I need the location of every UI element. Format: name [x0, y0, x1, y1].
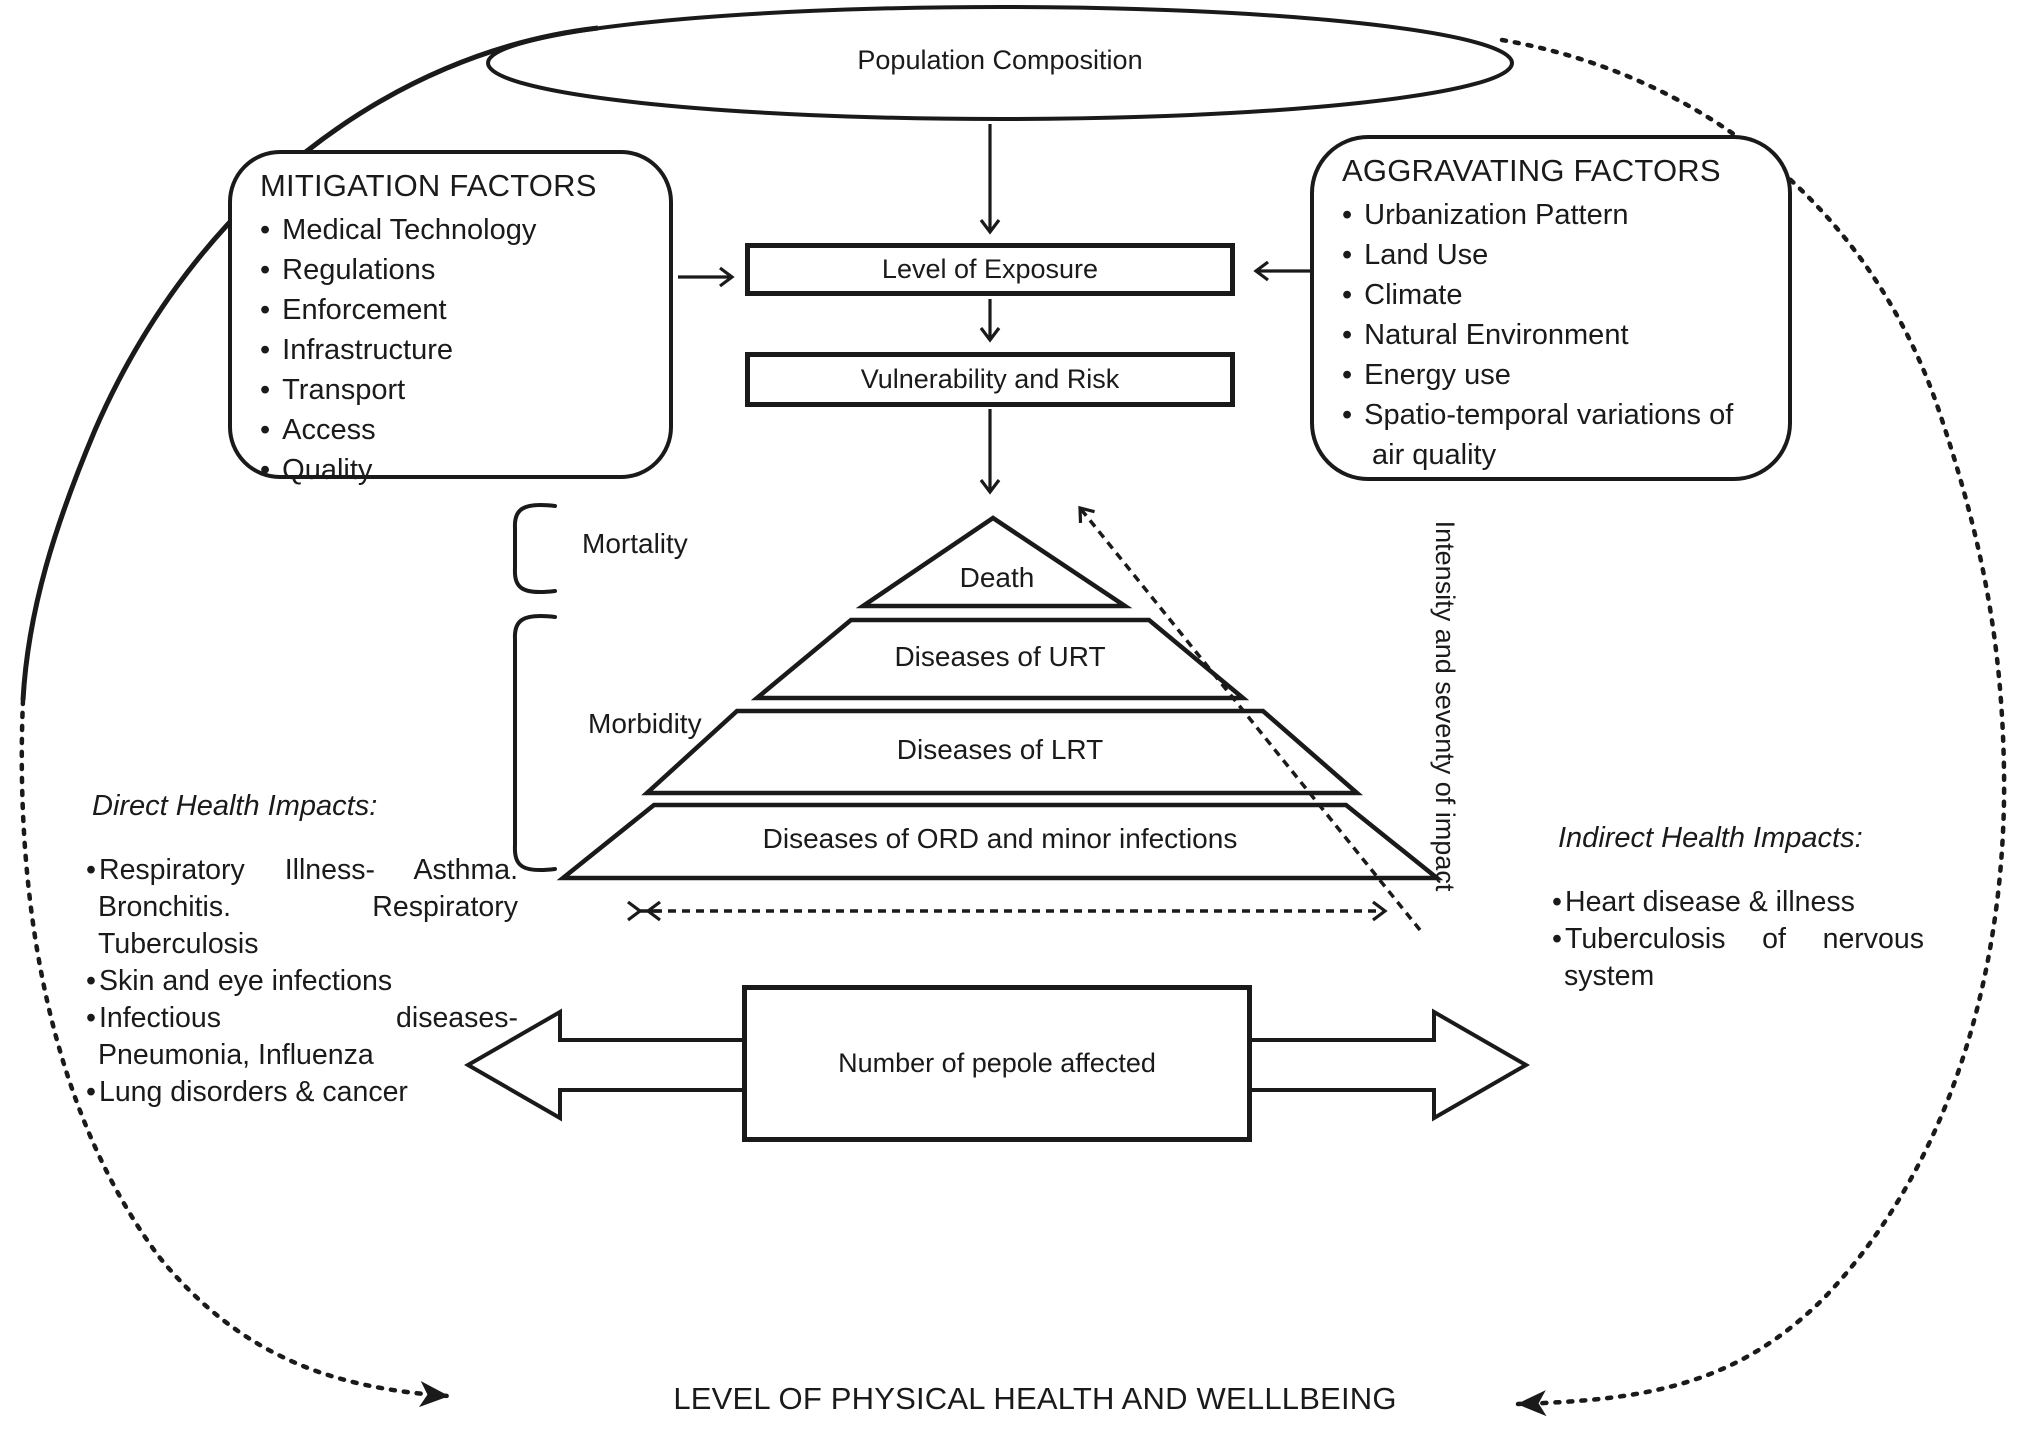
list-item: •Skin and eye infections	[86, 965, 393, 997]
pyramid-level-urt	[750, 617, 1250, 701]
bullet-icon: •	[1342, 279, 1353, 311]
bullet-icon: •	[260, 254, 271, 286]
people-arrow-right	[1248, 1008, 1531, 1122]
aggravating-list: •Urbanization Pattern •Land Use •Climate •N…	[1342, 195, 1768, 475]
bullet-icon: •	[260, 334, 271, 366]
left-feedback-arc-solid	[20, 25, 599, 701]
vulnerability-risk-label: Vulnerability and Risk	[860, 364, 1120, 394]
list-item: •Spatio-temporal variations of air quali…	[1342, 399, 1734, 471]
bullet-icon: •	[86, 1002, 96, 1034]
list-item: •Medical Technology	[260, 214, 537, 246]
population-composition-label: Population Composition	[857, 45, 1143, 75]
morbidity-bracket	[512, 614, 557, 873]
right-feedback-arc-dotted	[1499, 37, 2007, 1417]
direct-impacts-list: •Respiratory Illness- Asthma.Bronchitis.…	[86, 852, 518, 1111]
bullet-icon: •	[86, 1076, 96, 1108]
pyramid-label-urt: Diseases of URT	[894, 641, 1106, 672]
mortality-bracket	[512, 503, 557, 594]
mitigation-title: MITIGATION FACTORS	[260, 168, 597, 203]
bullet-icon: •	[260, 294, 271, 326]
list-item: •Infrastructure	[260, 334, 453, 366]
severity-diagonal-arrow	[1078, 505, 1422, 932]
aggravating-factors-box: AGGRAVATING FACTORS •Urbanization Patter…	[1310, 135, 1792, 481]
population-ellipse	[486, 5, 1514, 121]
bullet-icon: •	[1342, 199, 1353, 231]
bullet-icon: •	[1342, 359, 1353, 391]
level-of-exposure-label: Level of Exposure	[881, 254, 1099, 284]
mitigation-factors-box: MITIGATION FACTORS •Medical Technology •R…	[228, 150, 673, 486]
list-item: •Transport	[260, 374, 406, 406]
mitigation-list: •Medical Technology •Regulations •Enforcem…	[260, 210, 649, 490]
aggravating-title: AGGRAVATING FACTORS	[1342, 153, 1721, 188]
list-item: •Enforcement	[260, 294, 447, 326]
list-item: •Natural Environment	[1342, 319, 1629, 351]
bullet-icon: •	[86, 965, 96, 997]
indirect-impacts-title: Indirect Health Impacts:	[1558, 822, 1863, 854]
list-item: •Climate	[1342, 279, 1463, 311]
pyramid-level-lrt	[641, 708, 1364, 796]
bullet-icon: •	[260, 414, 271, 446]
intensity-severity-label: Intensity and seventy of impact	[1430, 520, 1460, 892]
people-arrow-left	[463, 1008, 746, 1122]
bullet-icon: •	[1342, 239, 1353, 271]
pyramid-label-ord: Diseases of ORD and minor infections	[762, 823, 1238, 854]
list-item: •Quality	[260, 454, 373, 486]
indirect-impacts-list: •Heart disease & illness •Tuberculosis of…	[1552, 884, 1924, 995]
morbidity-label: Morbidity	[588, 708, 702, 739]
bullet-icon: •	[260, 214, 271, 246]
list-item: •Lung disorders & cancer	[86, 1076, 408, 1108]
list-item: •Infectious diseases-Pneumonia, Influenz…	[86, 1002, 518, 1071]
list-item: •Access	[260, 414, 376, 446]
list-item: •Respiratory Illness- Asthma.Bronchitis.…	[86, 854, 518, 960]
bullet-icon: •	[1342, 399, 1353, 431]
number-of-people-label: Number of pepole affected	[838, 1048, 1156, 1078]
number-of-people-box: Number of pepole affected	[742, 985, 1252, 1142]
list-item: •Energy use	[1342, 359, 1511, 391]
bullet-icon: •	[86, 854, 96, 886]
list-item: •Urbanization Pattern	[1342, 199, 1629, 231]
level-of-exposure-box: Level of Exposure	[745, 243, 1235, 296]
left-feedback-arc-dashed	[19, 697, 451, 1408]
pyramid-level-ord	[556, 802, 1444, 881]
pyramid-label-death: Death	[959, 562, 1035, 593]
mortality-label: Mortality	[582, 528, 688, 559]
list-item: •Regulations	[260, 254, 436, 286]
footer-label: LEVEL OF PHYSICAL HEALTH AND WELLLBEING	[673, 1381, 1397, 1416]
bullet-icon: •	[260, 374, 271, 406]
bullet-icon: •	[260, 454, 271, 486]
vulnerability-risk-box: Vulnerability and Risk	[745, 352, 1235, 407]
bullet-icon: •	[1342, 319, 1353, 351]
bullet-icon: •	[1552, 923, 1562, 955]
pyramid-label-lrt: Diseases of LRT	[896, 734, 1104, 765]
direct-impacts-title: Direct Health Impacts:	[92, 790, 378, 822]
list-item: •Land Use	[1342, 239, 1489, 271]
bullet-icon: •	[1552, 886, 1562, 918]
pyramid-level-death	[855, 515, 1133, 609]
list-item: •Heart disease & illness	[1552, 886, 1855, 918]
